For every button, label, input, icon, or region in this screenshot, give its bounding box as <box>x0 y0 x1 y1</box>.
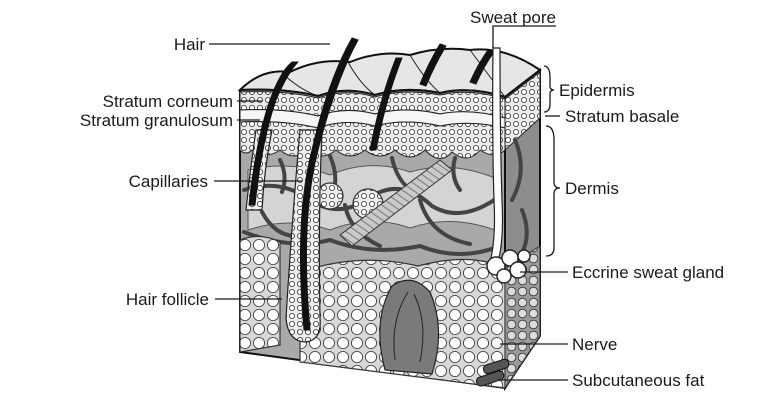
skin-block <box>240 38 540 388</box>
subcutaneous-fat-layer <box>240 236 280 352</box>
label-hair-follicle: Hair follicle <box>126 290 209 309</box>
label-nerve: Nerve <box>572 335 617 354</box>
label-stratum-basale: Stratum basale <box>565 107 679 126</box>
label-stratum-granulosum: Stratum granulosum <box>80 111 233 130</box>
label-dermis: Dermis <box>565 179 619 198</box>
label-capillaries: Capillaries <box>129 172 208 191</box>
label-stratum-corneum: Stratum corneum <box>103 92 233 111</box>
label-epidermis: Epidermis <box>559 81 635 100</box>
label-subcutaneous-fat: Subcutaneous fat <box>572 371 705 390</box>
label-hair: Hair <box>174 35 206 54</box>
label-eccrine-sweat-gland: Eccrine sweat gland <box>572 263 724 282</box>
label-sweat-pore: Sweat pore <box>470 8 556 27</box>
